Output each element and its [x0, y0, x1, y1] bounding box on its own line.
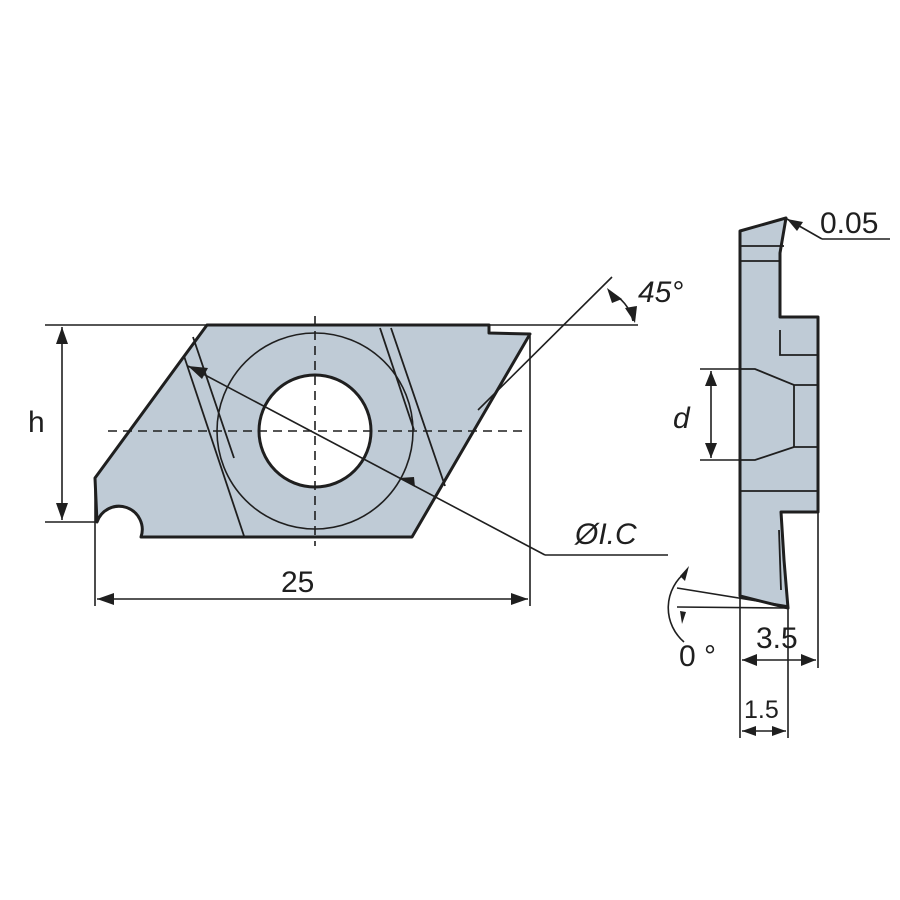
- ic-arrow-lower: [399, 477, 415, 487]
- d-label: d: [673, 402, 691, 435]
- clearance-label: 0 °: [679, 640, 716, 673]
- chipbreaker-line-left-1: [183, 355, 245, 537]
- width-arrow-right: [772, 726, 786, 736]
- clearance-arrow-lower: [680, 611, 686, 624]
- angle-label: 45°: [638, 276, 683, 309]
- side-step-upper: [779, 330, 818, 356]
- clearance-line-upper: [676, 587, 789, 607]
- ic-diameter-line: [187, 365, 546, 556]
- ic-label: ØI.C: [574, 518, 637, 551]
- thickness-arrow-left: [742, 654, 757, 666]
- side-countersink: [740, 368, 818, 461]
- length-arrow-right: [511, 593, 528, 605]
- length-label: 25: [281, 566, 314, 599]
- angle-arrow-lower: [625, 306, 637, 323]
- angle-arrow-upper: [607, 288, 622, 303]
- h-arrow-top: [56, 327, 68, 344]
- chipbreaker-line-right-2: [390, 327, 446, 487]
- width-label: 1.5: [744, 696, 779, 724]
- ic-arrow-upper: [188, 366, 208, 379]
- d-arrow-top: [705, 371, 717, 386]
- h-label: h: [28, 406, 45, 439]
- h-arrow-bottom: [56, 503, 68, 520]
- d-arrow-bottom: [705, 443, 717, 458]
- radius-label: 0.05: [820, 207, 878, 240]
- angle-slant-line: [477, 276, 613, 411]
- chipbreaker-line-left-2: [192, 336, 235, 459]
- chipbreaker-line-right-1: [379, 327, 415, 431]
- clearance-arc: [667, 571, 687, 643]
- insert-side-view: 0.05 d 0 ° 3.5 1.5: [667, 207, 890, 738]
- thickness-arrow-right: [801, 654, 816, 666]
- insert-top-view: ØI.C h 25 45°: [28, 276, 683, 606]
- width-arrow-left: [742, 726, 756, 736]
- clearance-arrow-upper: [680, 566, 689, 581]
- side-inner-groove: [778, 529, 782, 591]
- length-arrow-left: [97, 593, 114, 605]
- radius-arrow: [787, 219, 803, 231]
- thickness-label: 3.5: [756, 622, 798, 655]
- clearance-line-lower: [676, 606, 787, 609]
